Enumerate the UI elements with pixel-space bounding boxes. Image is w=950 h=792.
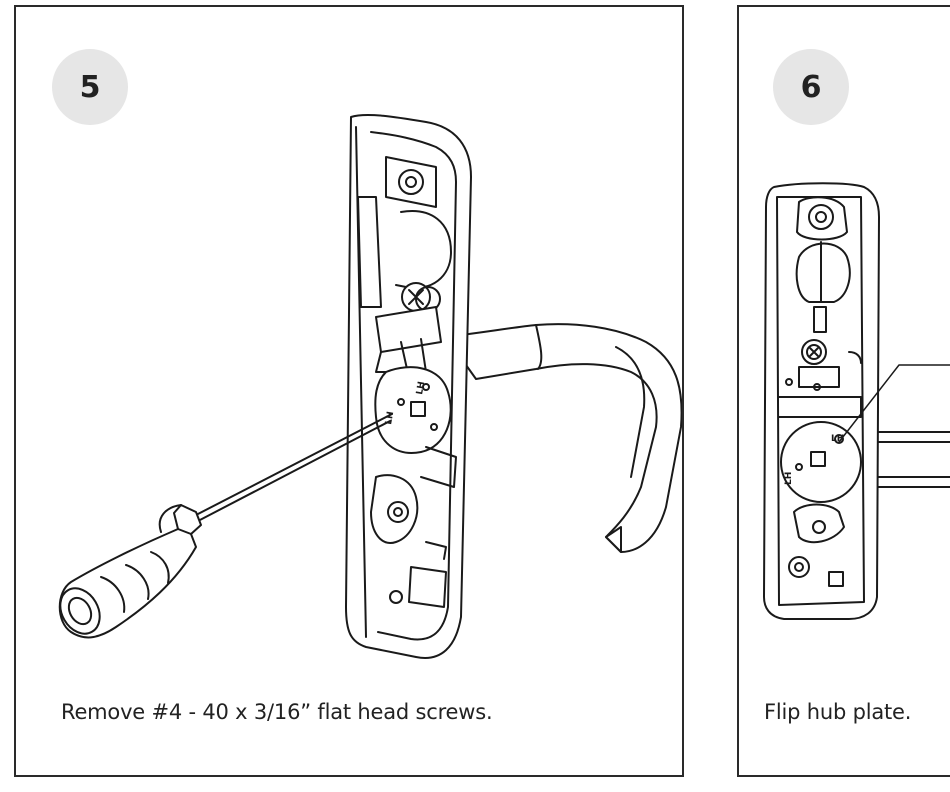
- hub-mark-label: LH: [415, 381, 427, 396]
- screw-mark-label: LH: [784, 472, 794, 485]
- step-6-caption: Flip hub plate.: [764, 700, 912, 724]
- step-6-illustration: LH LH: [763, 182, 950, 620]
- lever-handle: [445, 323, 682, 553]
- escutcheon-housing: [763, 182, 880, 620]
- step-5-illustration: LH LH: [58, 113, 682, 659]
- step-5-panel: 5: [14, 5, 684, 777]
- step-number-badge: 5: [52, 49, 128, 125]
- step-number-badge: 6: [773, 49, 849, 125]
- step-6-panel: 6: [737, 5, 950, 777]
- escutcheon-housing: [345, 113, 472, 659]
- step-5-caption: Remove #4 - 40 x 3/16” flat head screws.: [61, 700, 493, 724]
- hub-mark-label: LH: [831, 434, 844, 444]
- screwdriver: [58, 413, 393, 639]
